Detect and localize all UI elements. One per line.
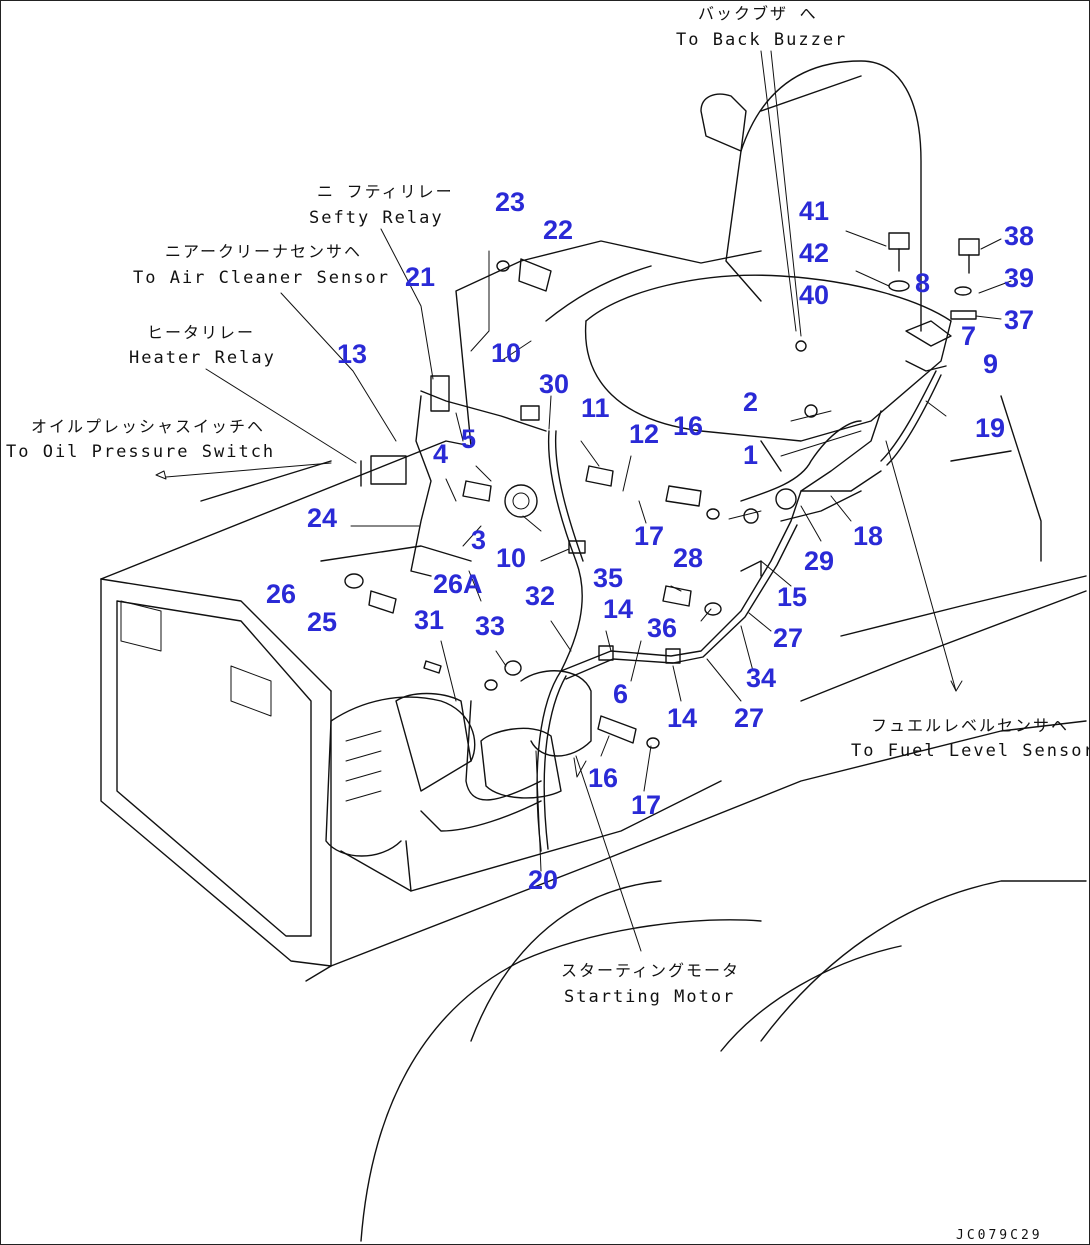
callout-fuel-level-jp: フュエルレベルセンサヘ — [871, 716, 1069, 735]
part-number: 23 — [495, 187, 525, 217]
part-number: 8 — [915, 268, 930, 298]
part-number: 13 — [337, 339, 367, 369]
callout-starting-motor: Starting Motor — [564, 987, 735, 1007]
hardware — [344, 232, 980, 749]
part-number: 15 — [777, 582, 807, 612]
callout-safety-relay-jp: ニ フティリレー — [317, 182, 454, 201]
callout-air-cleaner-jp: ニアークリーナセンサヘ — [165, 242, 362, 261]
part-number: 9 — [983, 349, 998, 379]
part-number: 16 — [588, 763, 618, 793]
part-number: 30 — [539, 369, 569, 399]
part-number: 19 — [975, 413, 1005, 443]
bolt-22-shape — [518, 258, 552, 292]
callout-heater-relay-jp: ヒータリレー — [147, 323, 255, 342]
wire-harness — [410, 360, 947, 852]
part-number: 33 — [475, 611, 505, 641]
part-number: 10 — [491, 338, 521, 368]
part-number: 11 — [581, 393, 610, 423]
part-number: 27 — [773, 623, 803, 653]
part-number: 17 — [631, 790, 661, 820]
part-number: 32 — [525, 581, 555, 611]
part-number: 14 — [603, 594, 633, 624]
part-number: 26 — [266, 579, 296, 609]
callout-heater-relay: Heater Relay — [129, 348, 276, 368]
callout-back-buzzer-jp: バックブザ へ — [698, 4, 818, 23]
part-number: 6 — [613, 679, 628, 709]
part-number: 7 — [961, 321, 976, 351]
part-number: 18 — [853, 521, 883, 551]
part-number: 17 — [634, 521, 664, 551]
callout-fuel-level: To Fuel Level Sensor — [851, 741, 1090, 761]
part-number: 39 — [1004, 263, 1034, 293]
callouts: バックブザ へ To Back Buzzer ニ フティリレー Sefty Re… — [6, 4, 1090, 1007]
part-number: 42 — [799, 238, 829, 268]
callout-starting-motor-jp: スターティングモータ — [561, 961, 740, 980]
part-number: 26A — [433, 569, 483, 599]
engine-assembly — [325, 484, 592, 857]
part-number: 41 — [799, 196, 829, 226]
callout-back-buzzer: To Back Buzzer — [676, 30, 847, 50]
part-number: 1 — [743, 440, 758, 470]
seat — [545, 60, 952, 472]
part-number: 24 — [307, 503, 337, 533]
part-number: 28 — [673, 543, 703, 573]
part-number: 22 — [543, 215, 573, 245]
part-number: 14 — [667, 703, 697, 733]
callout-air-cleaner: To Air Cleaner Sensor — [133, 268, 390, 288]
leader-lines — [155, 50, 1012, 952]
part-number: 12 — [629, 419, 659, 449]
drawing-code: JC079C29 — [956, 1228, 1043, 1243]
part-number: 2 — [743, 387, 758, 417]
part-number: 10 — [496, 543, 526, 573]
part-number: 4 — [433, 439, 448, 469]
part-number: 35 — [593, 563, 623, 593]
callout-oil-pressure-jp: オイルプレッシャスイッチヘ — [31, 417, 265, 436]
part-number: 29 — [804, 546, 834, 576]
part-number: 34 — [746, 663, 776, 693]
part-number: 5 — [461, 424, 476, 454]
part-number: 21 — [405, 262, 435, 292]
part-number: 37 — [1004, 305, 1034, 335]
part-number: 16 — [673, 411, 703, 441]
callout-safety-relay: Sefty Relay — [309, 208, 444, 228]
callout-oil-pressure: To Oil Pressure Switch — [6, 442, 275, 462]
part-number: 40 — [799, 280, 829, 310]
part-number: 36 — [647, 613, 677, 643]
part-number: 3 — [471, 525, 486, 555]
part-number: 31 — [414, 605, 444, 635]
part-numbers: 1 2 3 4 5 6 7 8 9 10 10 11 12 13 14 14 1… — [266, 187, 1034, 895]
part-number: 38 — [1004, 221, 1034, 251]
part-number: 20 — [528, 865, 558, 895]
machine-body — [100, 240, 1087, 1242]
part-number: 27 — [734, 703, 764, 733]
heater-relay-shape — [370, 455, 407, 485]
part-number: 25 — [307, 607, 337, 637]
